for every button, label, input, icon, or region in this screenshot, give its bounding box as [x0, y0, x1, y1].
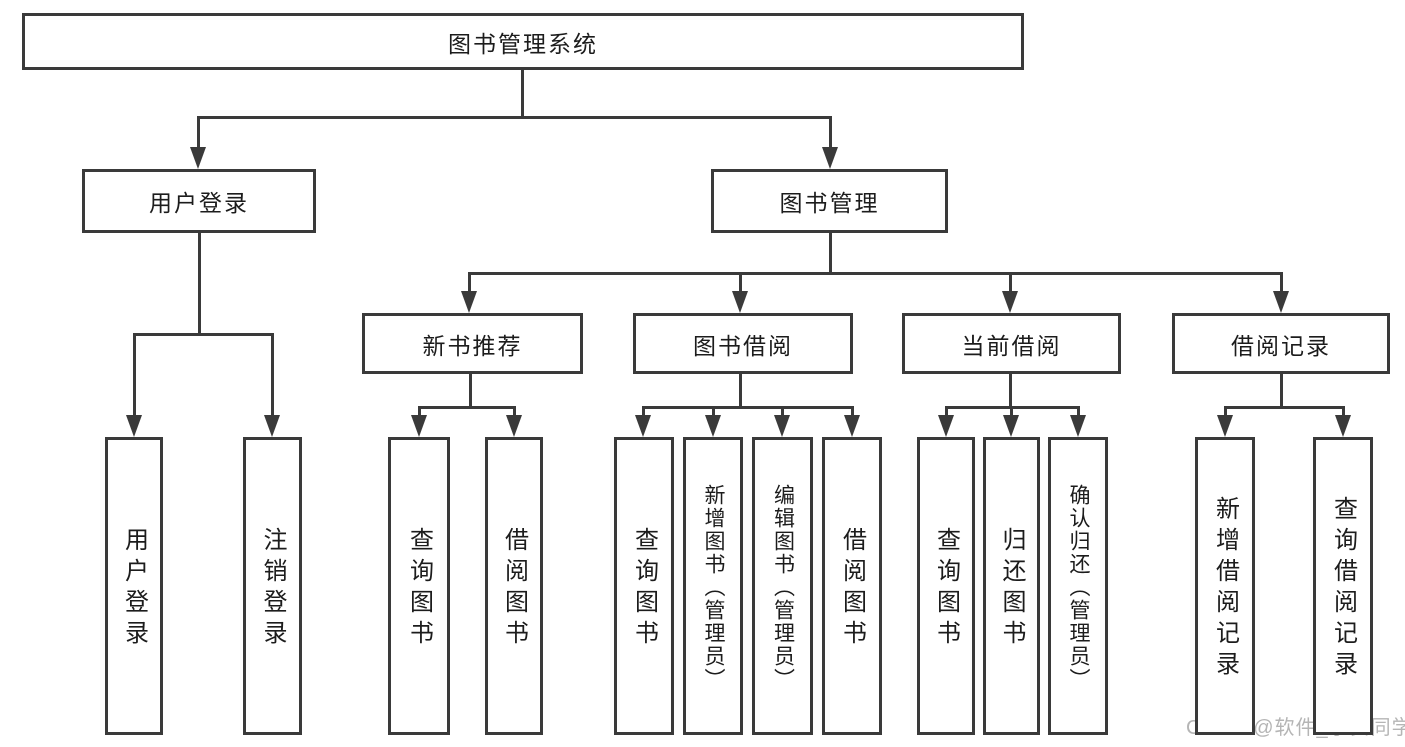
node-new-book-recommend: 新书推荐 [362, 313, 583, 374]
connector-line [944, 407, 948, 418]
arrowhead-down-icon [1217, 415, 1233, 437]
connector-line [512, 407, 516, 418]
arrowhead-down-icon [461, 291, 477, 313]
node-borrowing-records: 借阅记录 [1172, 313, 1390, 374]
arrowhead-down-icon [411, 415, 427, 437]
node-query-books-recommend: 查询图书 [388, 437, 450, 735]
connector-line [132, 334, 136, 418]
node-confirm-return-admin: 确认归还（管理员） [1048, 437, 1108, 735]
connector-line [520, 70, 524, 118]
arrowhead-down-icon [264, 415, 280, 437]
node-current-borrowing: 当前借阅 [902, 313, 1121, 374]
arrowhead-down-icon [1273, 291, 1289, 313]
arrowhead-down-icon [635, 415, 651, 437]
connector-line [1279, 272, 1283, 294]
arrowhead-down-icon [1335, 415, 1351, 437]
connector-line [197, 233, 201, 336]
node-borrow-books-recommend: 借阅图书 [485, 437, 543, 735]
node-query-books-borrowing: 查询图书 [614, 437, 674, 735]
node-edit-book-admin: 编辑图书（管理员） [752, 437, 813, 735]
connector-line [468, 374, 472, 409]
connector-line [1279, 374, 1283, 409]
connector-line [196, 117, 200, 150]
connector-line [196, 115, 832, 119]
node-logout-leaf: 注销登录 [243, 437, 302, 735]
node-user-login: 用户登录 [82, 169, 316, 233]
connector-line [850, 407, 854, 418]
connector-line [467, 272, 471, 294]
arrowhead-down-icon [822, 147, 838, 169]
connector-line [1341, 407, 1345, 418]
arrowhead-down-icon [1003, 415, 1019, 437]
arrowhead-down-icon [938, 415, 954, 437]
arrowhead-down-icon [1002, 291, 1018, 313]
arrowhead-down-icon [190, 147, 206, 169]
arrowhead-down-icon [126, 415, 142, 437]
node-borrow-books-borrowing: 借阅图书 [822, 437, 882, 735]
arrowhead-down-icon [1070, 415, 1086, 437]
node-add-book-admin: 新增图书（管理员） [683, 437, 743, 735]
arrowhead-down-icon [844, 415, 860, 437]
connector-line [828, 117, 832, 150]
node-book-borrowing: 图书借阅 [633, 313, 853, 374]
node-book-management: 图书管理 [711, 169, 948, 233]
connector-line [711, 407, 715, 418]
connector-line [738, 374, 742, 409]
node-user-login-leaf: 用户登录 [105, 437, 163, 735]
arrowhead-down-icon [506, 415, 522, 437]
connector-line [1008, 272, 1012, 294]
arrowhead-down-icon [732, 291, 748, 313]
connector-line [828, 233, 832, 275]
arrowhead-down-icon [774, 415, 790, 437]
connector-line [467, 271, 1283, 275]
node-query-borrow-record: 查询借阅记录 [1313, 437, 1373, 735]
node-query-books-current: 查询图书 [917, 437, 975, 735]
arrowhead-down-icon [705, 415, 721, 437]
connector-line [417, 405, 516, 409]
connector-line [738, 272, 742, 294]
connector-line [270, 334, 274, 418]
node-library-management-system: 图书管理系统 [22, 13, 1024, 70]
connector-line [1076, 407, 1080, 418]
connector-line [641, 405, 854, 409]
connector-line [1223, 405, 1345, 409]
node-return-books: 归还图书 [983, 437, 1040, 735]
connector-line [1009, 407, 1013, 418]
connector-line [1223, 407, 1227, 418]
connector-line [132, 332, 274, 336]
node-add-borrow-record: 新增借阅记录 [1195, 437, 1255, 735]
connector-line [780, 407, 784, 418]
connector-line [417, 407, 421, 418]
connector-line [641, 407, 645, 418]
connector-line [1008, 374, 1012, 409]
connector-line [944, 405, 1080, 409]
